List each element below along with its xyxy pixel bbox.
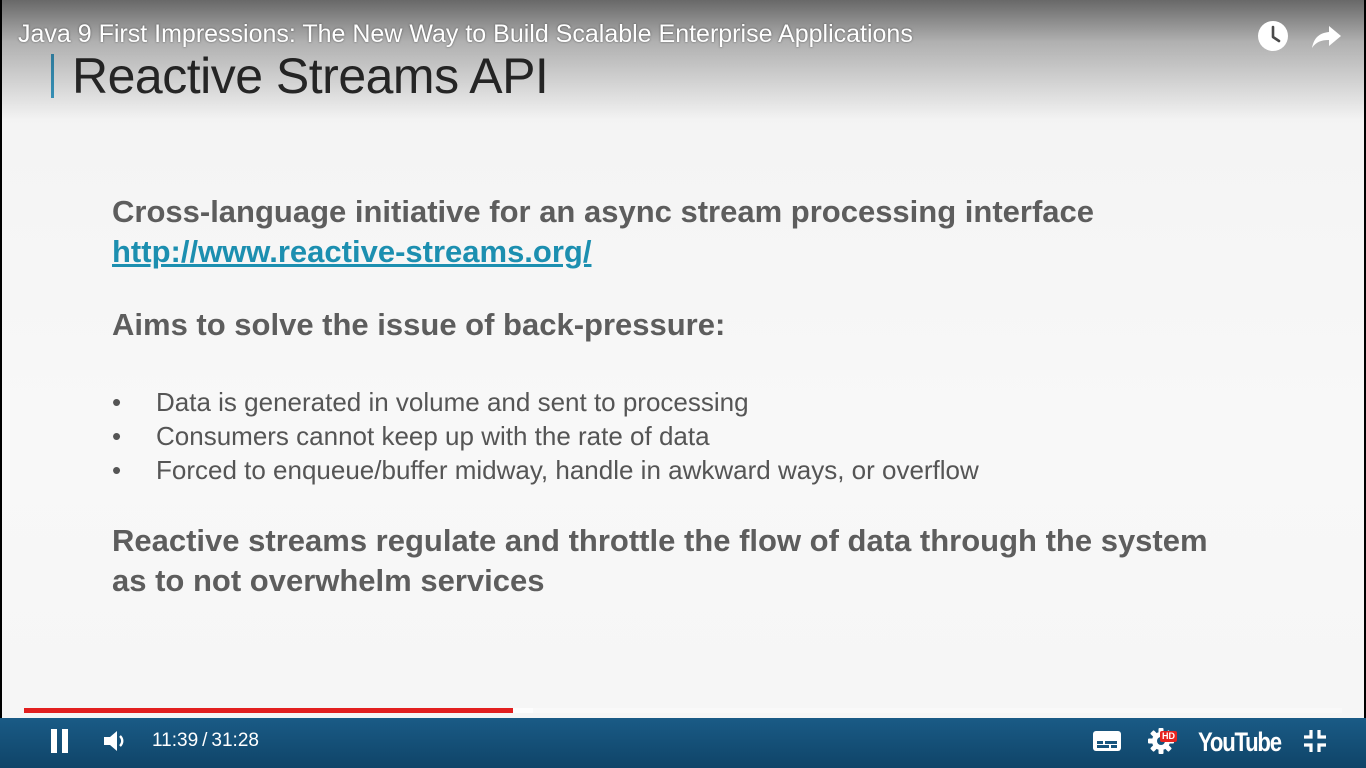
slide-bullet-list: • Data is generated in volume and sent t… bbox=[112, 385, 1232, 487]
video-title[interactable]: Java 9 First Impressions: The New Way to… bbox=[18, 20, 913, 48]
share-arrow-icon[interactable] bbox=[1309, 18, 1345, 54]
slide-bullet: • Forced to enqueue/buffer midway, handl… bbox=[112, 453, 1232, 487]
time-display: 11:39/31:28 bbox=[152, 728, 259, 754]
duration: 31:28 bbox=[211, 730, 259, 751]
hd-badge: HD bbox=[1160, 731, 1177, 742]
exit-fullscreen-button[interactable] bbox=[1300, 726, 1330, 756]
slide-bullet-text: Forced to enqueue/buffer midway, handle … bbox=[156, 455, 979, 485]
bullet-glyph: • bbox=[112, 387, 122, 417]
slide-link: http://www.reactive-streams.org/ bbox=[112, 234, 592, 269]
slide-body: Cross-language initiative for an async s… bbox=[112, 192, 1232, 601]
slide-conclusion: Reactive streams regulate and throttle t… bbox=[112, 523, 1208, 598]
volume-button[interactable] bbox=[100, 726, 130, 756]
video-frame-slide[interactable]: Reactive Streams API Cross-language init… bbox=[2, 0, 1364, 718]
captions-icon bbox=[1093, 731, 1121, 751]
volume-icon bbox=[104, 731, 124, 751]
bullet-glyph: • bbox=[112, 421, 122, 451]
bullet-glyph: • bbox=[112, 455, 122, 485]
captions-button[interactable] bbox=[1090, 726, 1124, 756]
progress-played bbox=[24, 708, 513, 713]
exit-fullscreen-icon bbox=[1304, 730, 1326, 752]
time-separator: / bbox=[202, 730, 208, 751]
slide-title: Reactive Streams API bbox=[72, 48, 549, 104]
slide-bullet-text: Consumers cannot keep up with the rate o… bbox=[156, 421, 710, 451]
slide-bullet: • Data is generated in volume and sent t… bbox=[112, 385, 1232, 419]
slide-bullet-text: Data is generated in volume and sent to … bbox=[156, 387, 749, 417]
progress-bar[interactable] bbox=[24, 708, 1342, 713]
clock-icon[interactable] bbox=[1255, 18, 1291, 54]
slide-heading-aims: Aims to solve the issue of back-pressure… bbox=[112, 307, 726, 342]
slide-heading-initiative: Cross-language initiative for an async s… bbox=[112, 194, 1094, 229]
youtube-logo[interactable]: YouTube bbox=[1198, 727, 1282, 757]
slide-title-accent-bar bbox=[51, 54, 54, 98]
pause-button[interactable] bbox=[44, 726, 74, 756]
current-time: 11:39 bbox=[152, 730, 199, 751]
pause-icon bbox=[51, 729, 68, 753]
slide-bullet: • Consumers cannot keep up with the rate… bbox=[112, 419, 1232, 453]
control-bar bbox=[0, 718, 1366, 768]
